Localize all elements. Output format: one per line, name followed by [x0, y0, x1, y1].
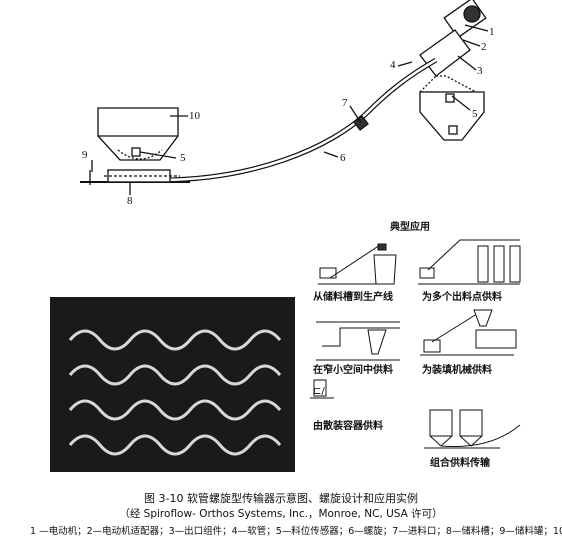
- app-thumb-6: [424, 409, 521, 449]
- callout-9: 9: [82, 149, 88, 161]
- callout-3: 3: [477, 65, 483, 77]
- app-thumb-1: [318, 243, 397, 285]
- app-thumb-5: [310, 379, 334, 399]
- application-label-5: 由散装容器供料: [313, 421, 383, 432]
- stray-mark: ⊏/: [313, 386, 325, 397]
- callout-6: 6: [340, 152, 346, 164]
- app-thumb-4: [420, 309, 517, 356]
- application-label-2: 为多个出料点供料: [422, 292, 502, 303]
- app-thumb-3: [316, 321, 400, 361]
- hopper-icon: [419, 91, 485, 141]
- callout-7: 7: [342, 97, 348, 109]
- applications-heading: 典型应用: [390, 222, 430, 233]
- callout-5-right: 5: [472, 108, 478, 120]
- application-label-3: 在窄小空间中供料: [313, 365, 393, 376]
- callout-10: 10: [189, 110, 200, 122]
- figure-caption-legend: 1 —电动机；2—电动机适配器；3—出口组件；4—软管；5—料位传感器；6—螺旋…: [30, 526, 562, 537]
- callout-2: 2: [481, 41, 487, 53]
- figure-caption-credit: （经 Spiroflow- Orthos Systems, Inc.，Monro…: [119, 508, 443, 520]
- spring-photo: [50, 297, 295, 472]
- callout-1: 1: [489, 26, 495, 38]
- application-label-1: 从储料槽到生产线: [313, 292, 393, 303]
- callout-5-left: 5: [180, 152, 186, 164]
- callout-8: 8: [127, 195, 133, 207]
- application-label-6: 组合供料传输: [430, 458, 490, 469]
- callout-4: 4: [390, 59, 396, 71]
- figure-caption-title: 图 3-10 软管螺旋型传输器示意图、螺旋设计和应用实例: [144, 492, 418, 505]
- app-thumb-2: [418, 239, 521, 285]
- application-label-4: 为装填机械供料: [422, 365, 492, 376]
- adapter-icon: [419, 29, 471, 77]
